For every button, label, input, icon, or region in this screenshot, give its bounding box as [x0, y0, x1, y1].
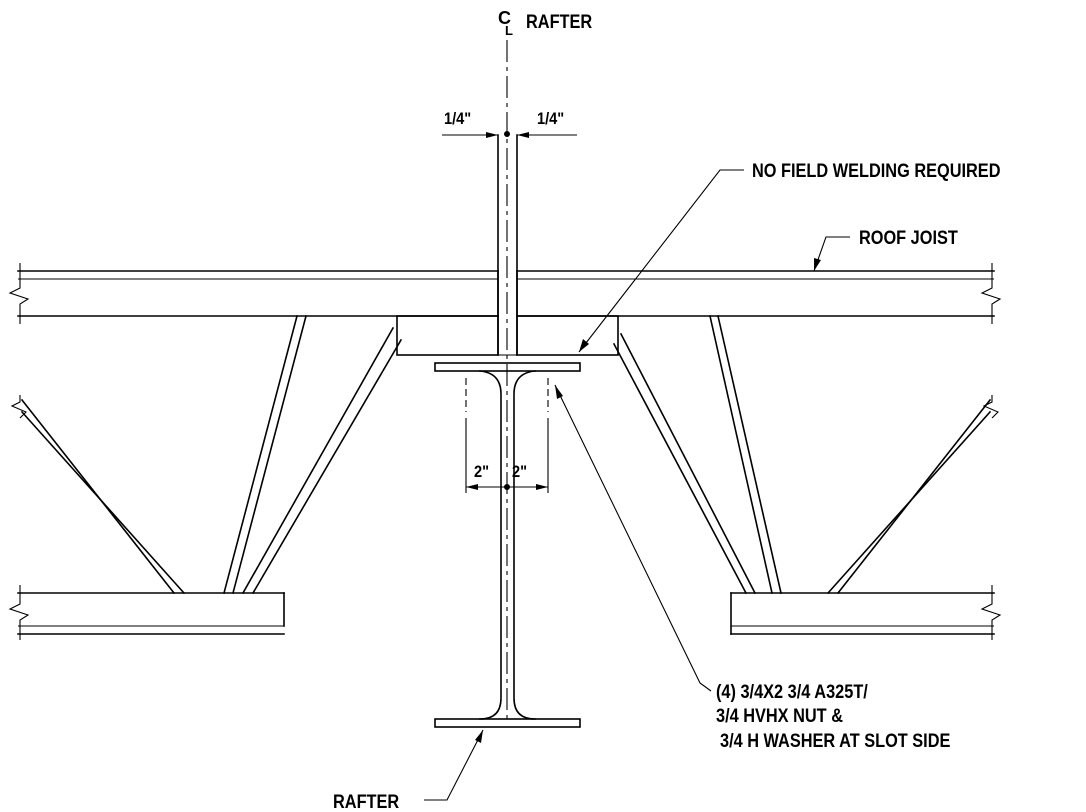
leader-bolt-note — [554, 384, 712, 692]
dim-left-two: 2" — [474, 463, 489, 481]
no-field-welding-label: NO FIELD WELDING REQUIRED — [752, 160, 1001, 181]
leader-no-field-welding — [578, 169, 744, 353]
right-roof-joist — [516, 263, 1002, 640]
dimension-two-inch — [466, 484, 548, 490]
leader-roof-joist — [813, 236, 850, 272]
bolt-note-line-3: 3/4 H WASHER AT SLOT SIDE — [720, 730, 951, 751]
roof-joist-label: ROOF JOIST — [859, 227, 958, 248]
dimension-quarter-inch — [442, 131, 577, 138]
svg-text:C: C — [498, 8, 511, 28]
bolt-note-line-2: 3/4 HVHX NUT & — [716, 705, 843, 726]
svg-text:L: L — [505, 23, 513, 38]
leader-rafter — [424, 729, 484, 801]
dim-right-two: 2" — [512, 463, 527, 481]
rafter-label: RAFTER — [333, 791, 399, 812]
dim-left-quarter: 1/4" — [444, 110, 471, 128]
bolt-note-line-1: (4) 3/4X2 3/4 A325T/ — [716, 681, 868, 702]
bolt-hidden-lines — [465, 378, 549, 493]
dim-right-quarter: 1/4" — [537, 110, 564, 128]
centerline-symbol: C L — [498, 8, 513, 38]
left-roof-joist — [8, 263, 499, 640]
centerline-label: RAFTER — [526, 11, 592, 32]
